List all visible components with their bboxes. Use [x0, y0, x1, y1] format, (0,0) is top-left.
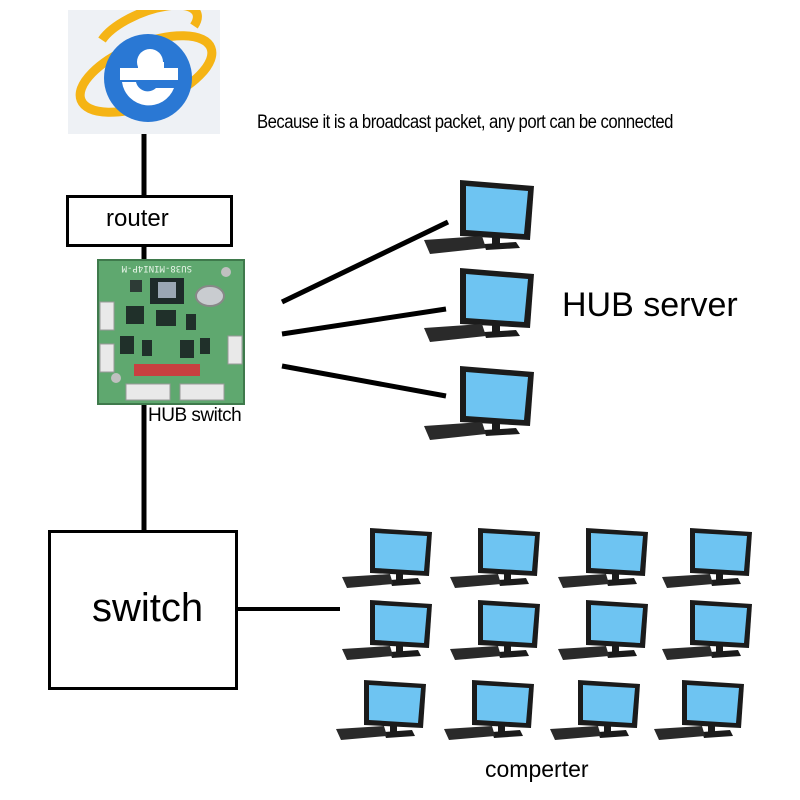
router-label: router	[106, 205, 169, 232]
computer-7	[556, 598, 652, 667]
computer-4	[660, 526, 756, 595]
hub-server-pc-1	[420, 178, 540, 261]
desktop-computer-icon	[558, 600, 648, 660]
computer-11	[548, 678, 644, 747]
line-hub-server-2	[281, 306, 447, 337]
computer-9	[334, 678, 430, 747]
desktop-computer-icon	[342, 600, 432, 660]
circuit-board-icon: SU38-MINI4P-M	[97, 259, 245, 405]
desktop-computer-icon	[662, 528, 752, 588]
desktop-computer-icon	[450, 600, 540, 660]
computer-12	[652, 678, 748, 747]
hub-switch-board: SU38-MINI4P-M	[96, 258, 246, 406]
computer-8	[660, 598, 756, 667]
computer-1	[340, 526, 436, 595]
hub-server-pc-3	[420, 364, 540, 447]
computer-3	[556, 526, 652, 595]
desktop-computer-icon	[654, 680, 744, 740]
computer-2	[448, 526, 544, 595]
switch-box	[48, 530, 238, 690]
hub-switch-label: HUB switch	[148, 405, 242, 426]
desktop-computer-icon	[662, 600, 752, 660]
computer-10	[442, 678, 538, 747]
desktop-computer-icon	[450, 528, 540, 588]
switch-label: switch	[92, 586, 204, 630]
line-hub-server-1	[280, 219, 450, 305]
computers-label: comperter	[485, 756, 589, 782]
hub-server-label: HUB server	[562, 286, 738, 324]
desktop-computer-icon	[342, 528, 432, 588]
hub-server-pc-2	[420, 266, 540, 349]
desktop-computer-icon	[444, 680, 534, 740]
desktop-computer-icon	[424, 180, 534, 254]
desktop-computer-icon	[424, 366, 534, 440]
computer-5	[340, 598, 436, 667]
internet-explorer-icon	[68, 0, 220, 134]
desktop-computer-icon	[550, 680, 640, 740]
computer-6	[448, 598, 544, 667]
desktop-computer-icon	[424, 268, 534, 342]
desktop-computer-icon	[336, 680, 426, 740]
line-hub-server-3	[281, 363, 447, 399]
router-box	[66, 195, 233, 247]
broadcast-note: Because it is a broadcast packet, any po…	[257, 112, 673, 133]
board-text: SU38-MINI4P-M	[121, 263, 192, 273]
desktop-computer-icon	[558, 528, 648, 588]
